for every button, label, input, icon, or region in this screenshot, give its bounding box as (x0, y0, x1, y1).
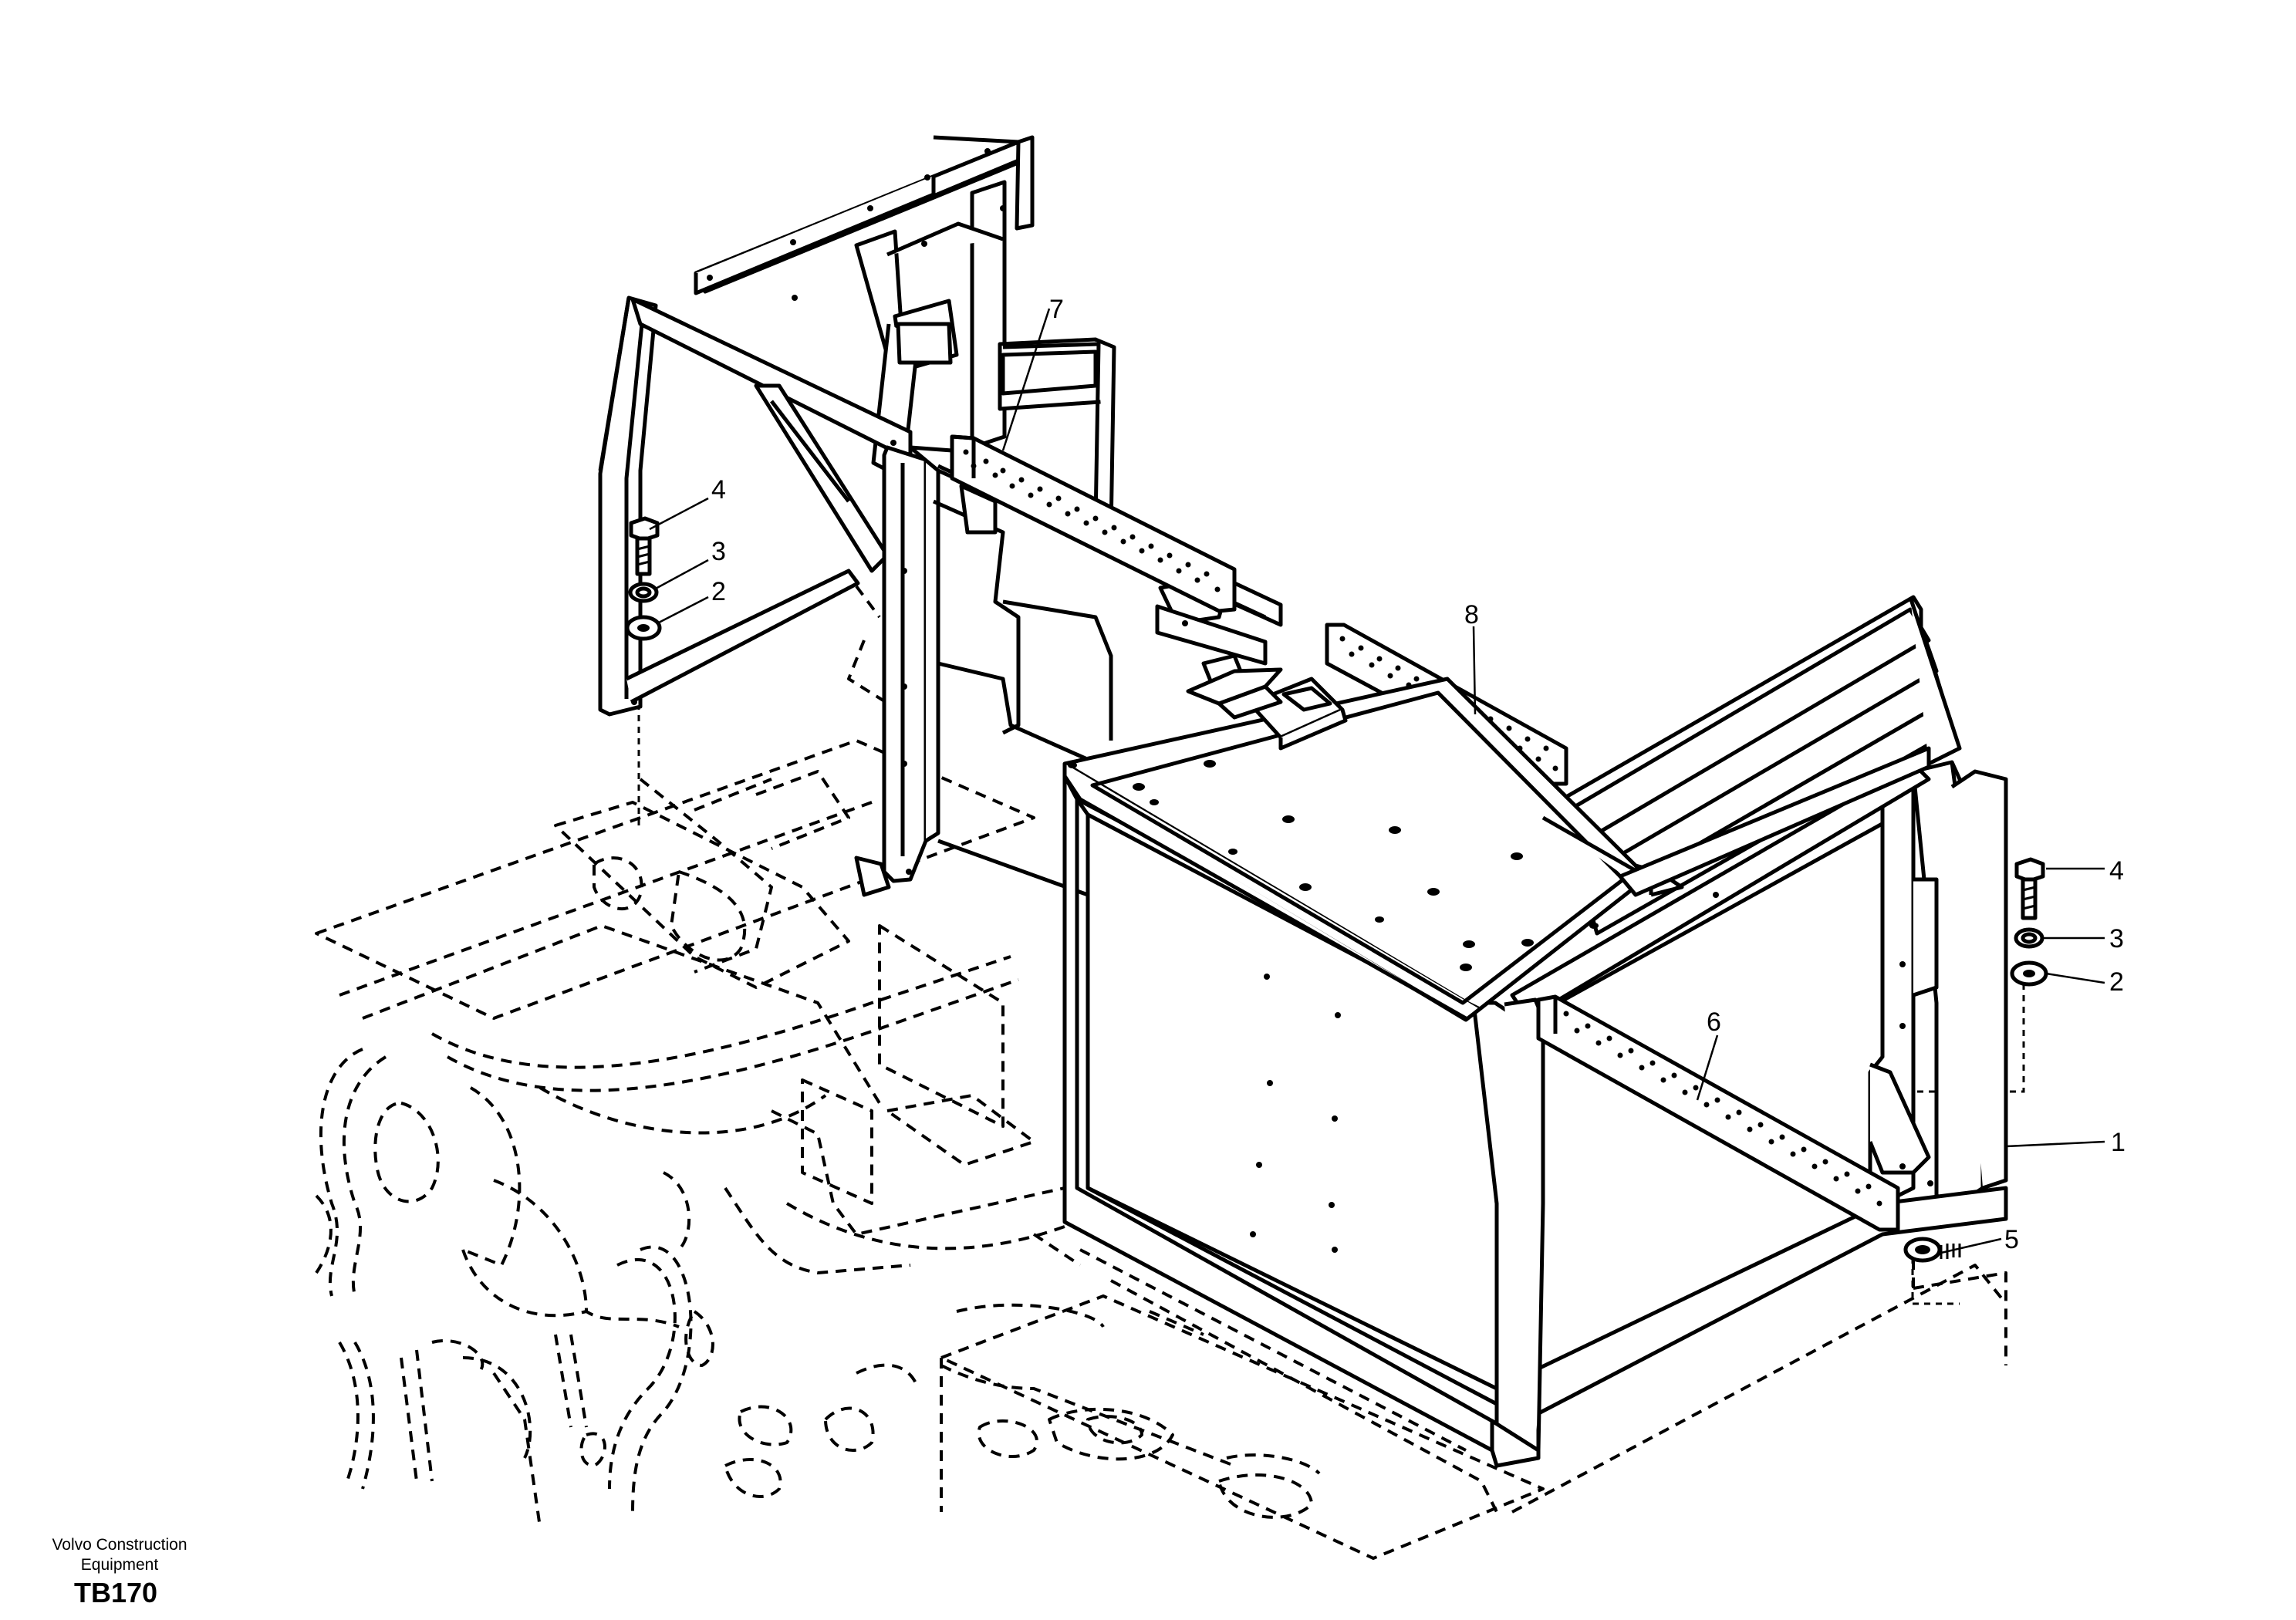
rubber-mount-part-5 (1903, 1237, 1961, 1263)
callout-1: 1 (2111, 1128, 2125, 1157)
callout-4-right: 4 (2109, 856, 2124, 886)
callout-3-right: 3 (2109, 924, 2124, 953)
callout-2-left: 2 (711, 577, 726, 606)
right-bolt-part-4 (2014, 857, 2045, 920)
rear-frame-holes (631, 148, 1188, 875)
strip-6-holes (1563, 1011, 1882, 1207)
callout-2-right: 2 (2109, 967, 2124, 997)
company-name-line-1: Volvo Construction (52, 1536, 187, 1554)
company-name: Volvo Construction Equipment (31, 1535, 208, 1575)
right-flat-washer-part-2 (2010, 960, 2048, 987)
callout-4-left: 4 (711, 475, 726, 505)
perforated-strip-part-7 (950, 434, 1237, 613)
counterweight-box-part-1 (631, 148, 2008, 1468)
front-panel-holes (1250, 892, 1933, 1253)
callout-7: 7 (1049, 295, 1064, 324)
company-name-line-2: Equipment (80, 1556, 159, 1574)
perforated-strip-part-6 (1536, 994, 1900, 1232)
right-lock-washer-part-3 (2014, 927, 2044, 949)
left-bolt-part-4 (629, 516, 660, 576)
drawing-code: TB170 (74, 1577, 158, 1608)
callout-8: 8 (1464, 600, 1479, 629)
machine-frame-dashed-outline (315, 585, 2007, 1560)
lid-holes (1068, 760, 1599, 971)
callout-3-left: 3 (711, 537, 726, 566)
callout-leaders (649, 308, 2105, 1254)
strip-7-holes (963, 449, 1221, 592)
callout-6: 6 (1707, 1007, 1721, 1037)
left-flat-washer-part-2 (625, 615, 662, 641)
left-lock-washer-part-3 (628, 582, 659, 603)
callout-numbers: 4 3 2 7 8 4 3 2 6 1 5 (711, 295, 2125, 1254)
callout-5: 5 (2004, 1225, 2019, 1254)
